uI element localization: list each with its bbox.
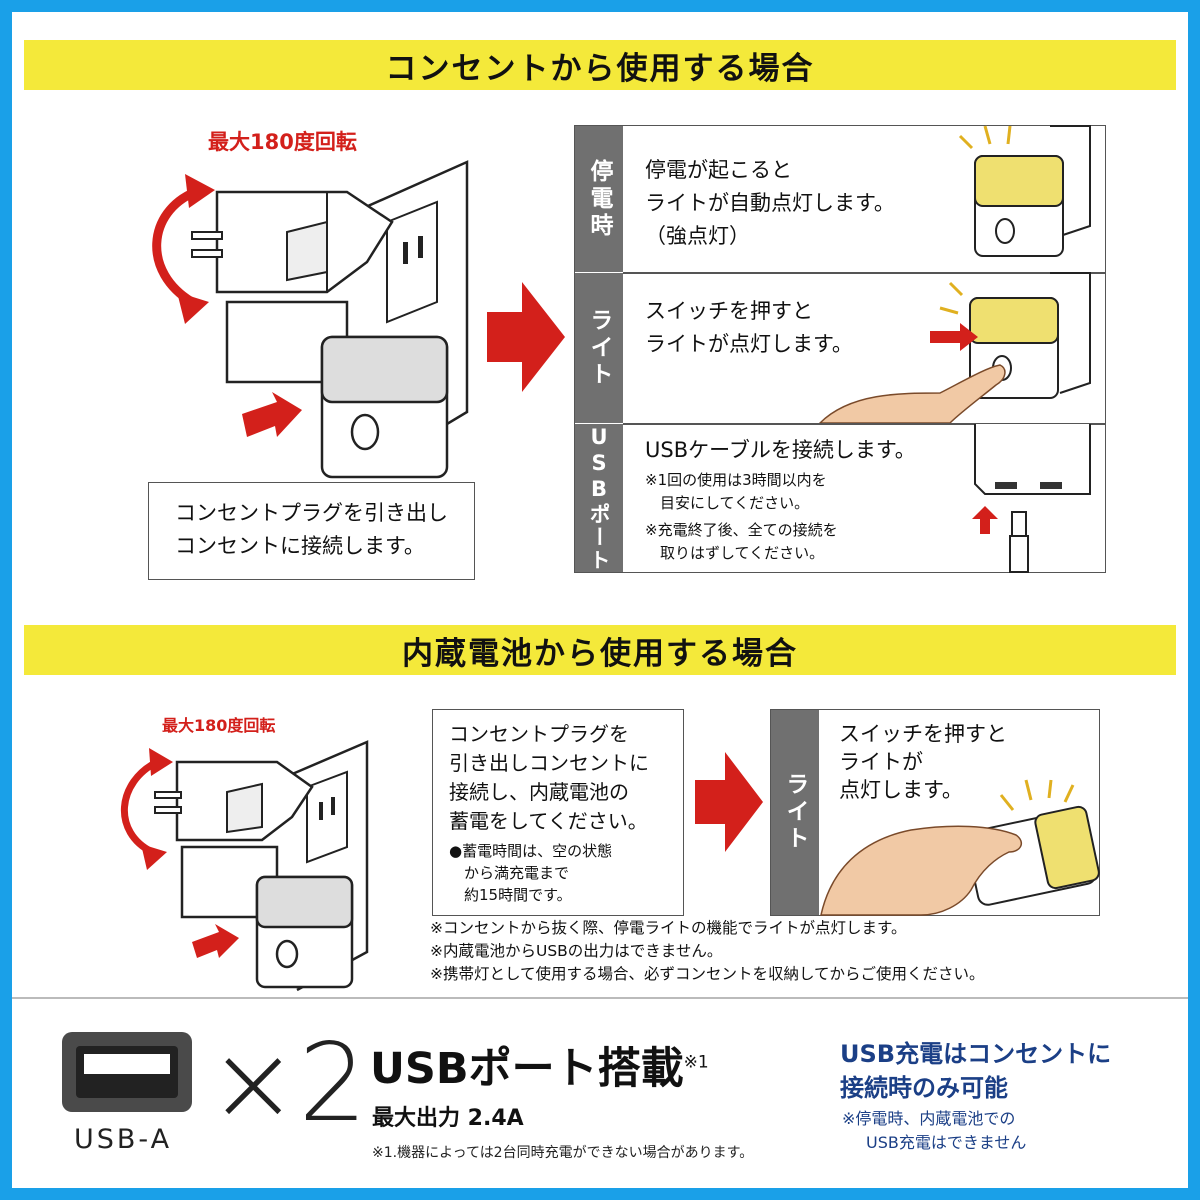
- feature-table: 停電時 停電が起こると ライトが自動点灯します。 （強点灯） ライト スイッチを…: [574, 125, 1106, 573]
- row-usb-port: USBポート USBケーブルを接続します。 ※1回の使用は3時間以内を 目安にし…: [575, 424, 1105, 573]
- instruction-note-line: から満充電まで: [449, 864, 570, 882]
- instruction-line: コンセントに接続します。: [175, 534, 425, 558]
- row-note-line: 目安にしてください。: [645, 494, 810, 512]
- row-note-line: ※充電終了後、全ての接続を: [645, 521, 838, 539]
- headline-note: ※1.機器によっては2台同時充電ができない場合があります。: [372, 1145, 754, 1161]
- section2-banner: 内蔵電池から使用する場合: [24, 625, 1176, 675]
- row-label: ライト: [575, 273, 623, 423]
- instruction-line: 接続し、内蔵電池の: [449, 780, 629, 804]
- usb-headline-text: USBポート搭載: [370, 1044, 684, 1094]
- row-text-line: USBケーブルを接続します。: [645, 438, 916, 462]
- section1-title: コンセントから使用する場合: [385, 50, 815, 87]
- row-text-line: スイッチを押すと: [645, 299, 813, 323]
- row-light: ライト スイッチを押すと ライトが点灯します。: [575, 272, 1105, 424]
- instruction-line: 引き出しコンセントに: [449, 751, 649, 775]
- light-text-line: スイッチを押すと: [839, 722, 1007, 746]
- section2-title: 内蔵電池から使用する場合: [402, 635, 798, 672]
- handheld-light-illustration: [820, 779, 1100, 916]
- usb-a-port-icon: [62, 1032, 192, 1112]
- section1-banner: コンセントから使用する場合: [24, 40, 1176, 90]
- row-power-outage: 停電時 停電が起こると ライトが自動点灯します。 （強点灯）: [575, 125, 1105, 272]
- footnote-line: ※内蔵電池からUSBの出力はできません。: [430, 942, 723, 960]
- instruction-note-line: 約15時間です。: [449, 886, 572, 904]
- usb-cable-illustration: [972, 424, 1091, 573]
- instruction-line: コンセントプラグを: [449, 722, 629, 746]
- row-text-line: ライトが点灯します。: [645, 332, 853, 356]
- rotation-label: 最大180度回転: [162, 716, 276, 735]
- outlet-plug-illustration: [121, 740, 369, 992]
- rotation-label: 最大180度回転: [208, 130, 357, 154]
- footnotes: ※コンセントから抜く際、停電ライトの機能でライトが点灯します。 ※内蔵電池からU…: [430, 917, 985, 986]
- condition-note-line: USB充電はできません: [866, 1133, 1027, 1152]
- outlet-plug-illustration: [152, 160, 469, 479]
- port-count: ×2: [208, 1021, 368, 1146]
- port-type-label: USB-A: [74, 1124, 173, 1155]
- red-right-arrow: [695, 752, 763, 852]
- page-canvas: コンセントから使用する場合 最大180度回転 コンセントプラグを引き出し コンセ…: [12, 12, 1188, 1188]
- row-note-line: ※1回の使用は3時間以内を: [645, 471, 827, 489]
- footer-divider: [12, 997, 1188, 999]
- switch-press-illustration: [818, 272, 1091, 424]
- red-right-arrow: [487, 282, 565, 392]
- footnote-line: ※コンセントから抜く際、停電ライトの機能でライトが点灯します。: [430, 919, 907, 937]
- footnote-line: ※携帯灯として使用する場合、必ずコンセントを収納してからご使用ください。: [430, 965, 985, 983]
- charge-instruction-box: コンセントプラグを 引き出しコンセントに 接続し、内蔵電池の 蓄電をしてください…: [432, 709, 684, 916]
- usb-headline: USBポート搭載※1: [370, 1034, 709, 1096]
- row-label: ライト: [771, 710, 819, 915]
- usb-charge-condition: USB充電はコンセントに 接続時のみ可能: [840, 1037, 1111, 1105]
- instruction-line: 蓄電をしてください。: [449, 809, 648, 833]
- row-text-line: 停電が起こると: [645, 158, 792, 182]
- light-text-line: ライトが: [839, 750, 923, 774]
- instruction-line: コンセントプラグを引き出し: [175, 501, 448, 525]
- row-label: 停電時: [575, 126, 623, 272]
- condition-note-line: ※停電時、内蔵電池での: [842, 1109, 1016, 1128]
- condition-line: 接続時のみ可能: [840, 1074, 1008, 1102]
- row-text-line: ライトが自動点灯します。: [645, 191, 895, 215]
- row-text-line: （強点灯）: [645, 224, 750, 248]
- condition-line: USB充電はコンセントに: [840, 1040, 1112, 1068]
- auto-light-illustration: [958, 125, 1091, 257]
- plug-instruction-box: コンセントプラグを引き出し コンセントに接続します。: [148, 482, 475, 580]
- max-output: 最大出力 2.4A: [372, 1106, 524, 1131]
- light-text-line: 点灯します。: [839, 778, 963, 802]
- portable-light-box: ライト スイッチを押すと ライトが 点灯します。: [770, 709, 1100, 916]
- row-label: USBポート: [575, 424, 623, 572]
- usb-charge-note: ※停電時、内蔵電池での USB充電はできません: [842, 1107, 1026, 1155]
- instruction-note-line: ●蓄電時間は、空の状態: [449, 842, 613, 860]
- row-note-line: 取りはずしてください。: [645, 544, 825, 562]
- usb-headline-sup: ※1: [683, 1052, 709, 1073]
